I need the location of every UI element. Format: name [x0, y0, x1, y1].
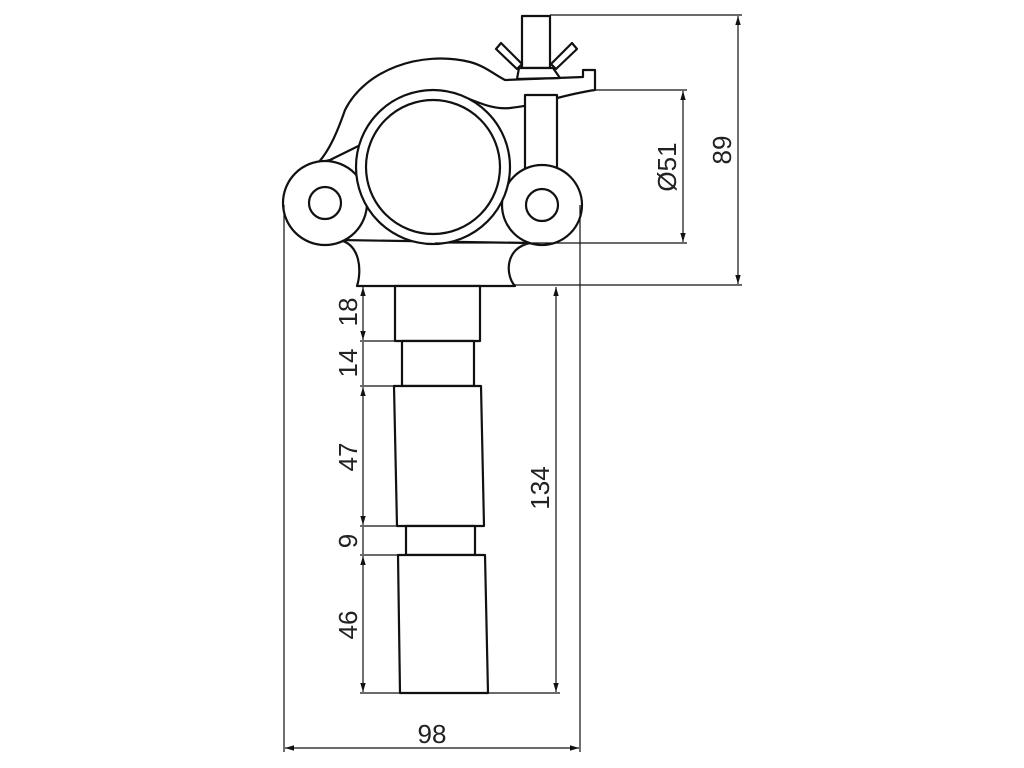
wing-nut	[515, 66, 562, 81]
dim-segment-5: 46	[333, 611, 363, 640]
right-ear-hole-icon	[524, 187, 560, 223]
wing-nut-left-wing	[494, 41, 524, 71]
dim-overall-width: 98	[418, 719, 447, 749]
spigot-segment-2	[400, 339, 476, 388]
dim-tube-diameter: Ø51	[652, 142, 682, 191]
bolt-stub	[520, 14, 552, 70]
clamp-arm	[316, 57, 597, 165]
left-ear-hole-icon	[307, 185, 343, 221]
dimension-lines	[285, 16, 741, 751]
spigot-segment-5	[396, 553, 490, 695]
extension-lines	[283, 14, 742, 752]
spigot	[392, 284, 490, 695]
dim-segment-1: 18	[333, 298, 363, 327]
spigot-segment-3	[392, 384, 486, 528]
dim-segment-3: 47	[333, 443, 363, 472]
clamp-body	[281, 14, 597, 288]
bolt-shaft	[523, 93, 559, 177]
clamp-base	[338, 238, 532, 288]
dim-spigot-length: 134	[525, 466, 555, 509]
dimension-labels: 89 Ø51 134 18 14 47 9 46 98	[333, 136, 737, 749]
dim-overall-height: 89	[707, 136, 737, 165]
spigot-segment-4	[404, 524, 477, 557]
dim-segment-4: 9	[333, 534, 363, 548]
tube-inner	[364, 98, 502, 236]
dim-segment-2: 14	[333, 349, 363, 378]
spigot-segment-1	[393, 284, 482, 343]
wing-nut-right-wing	[549, 41, 579, 71]
